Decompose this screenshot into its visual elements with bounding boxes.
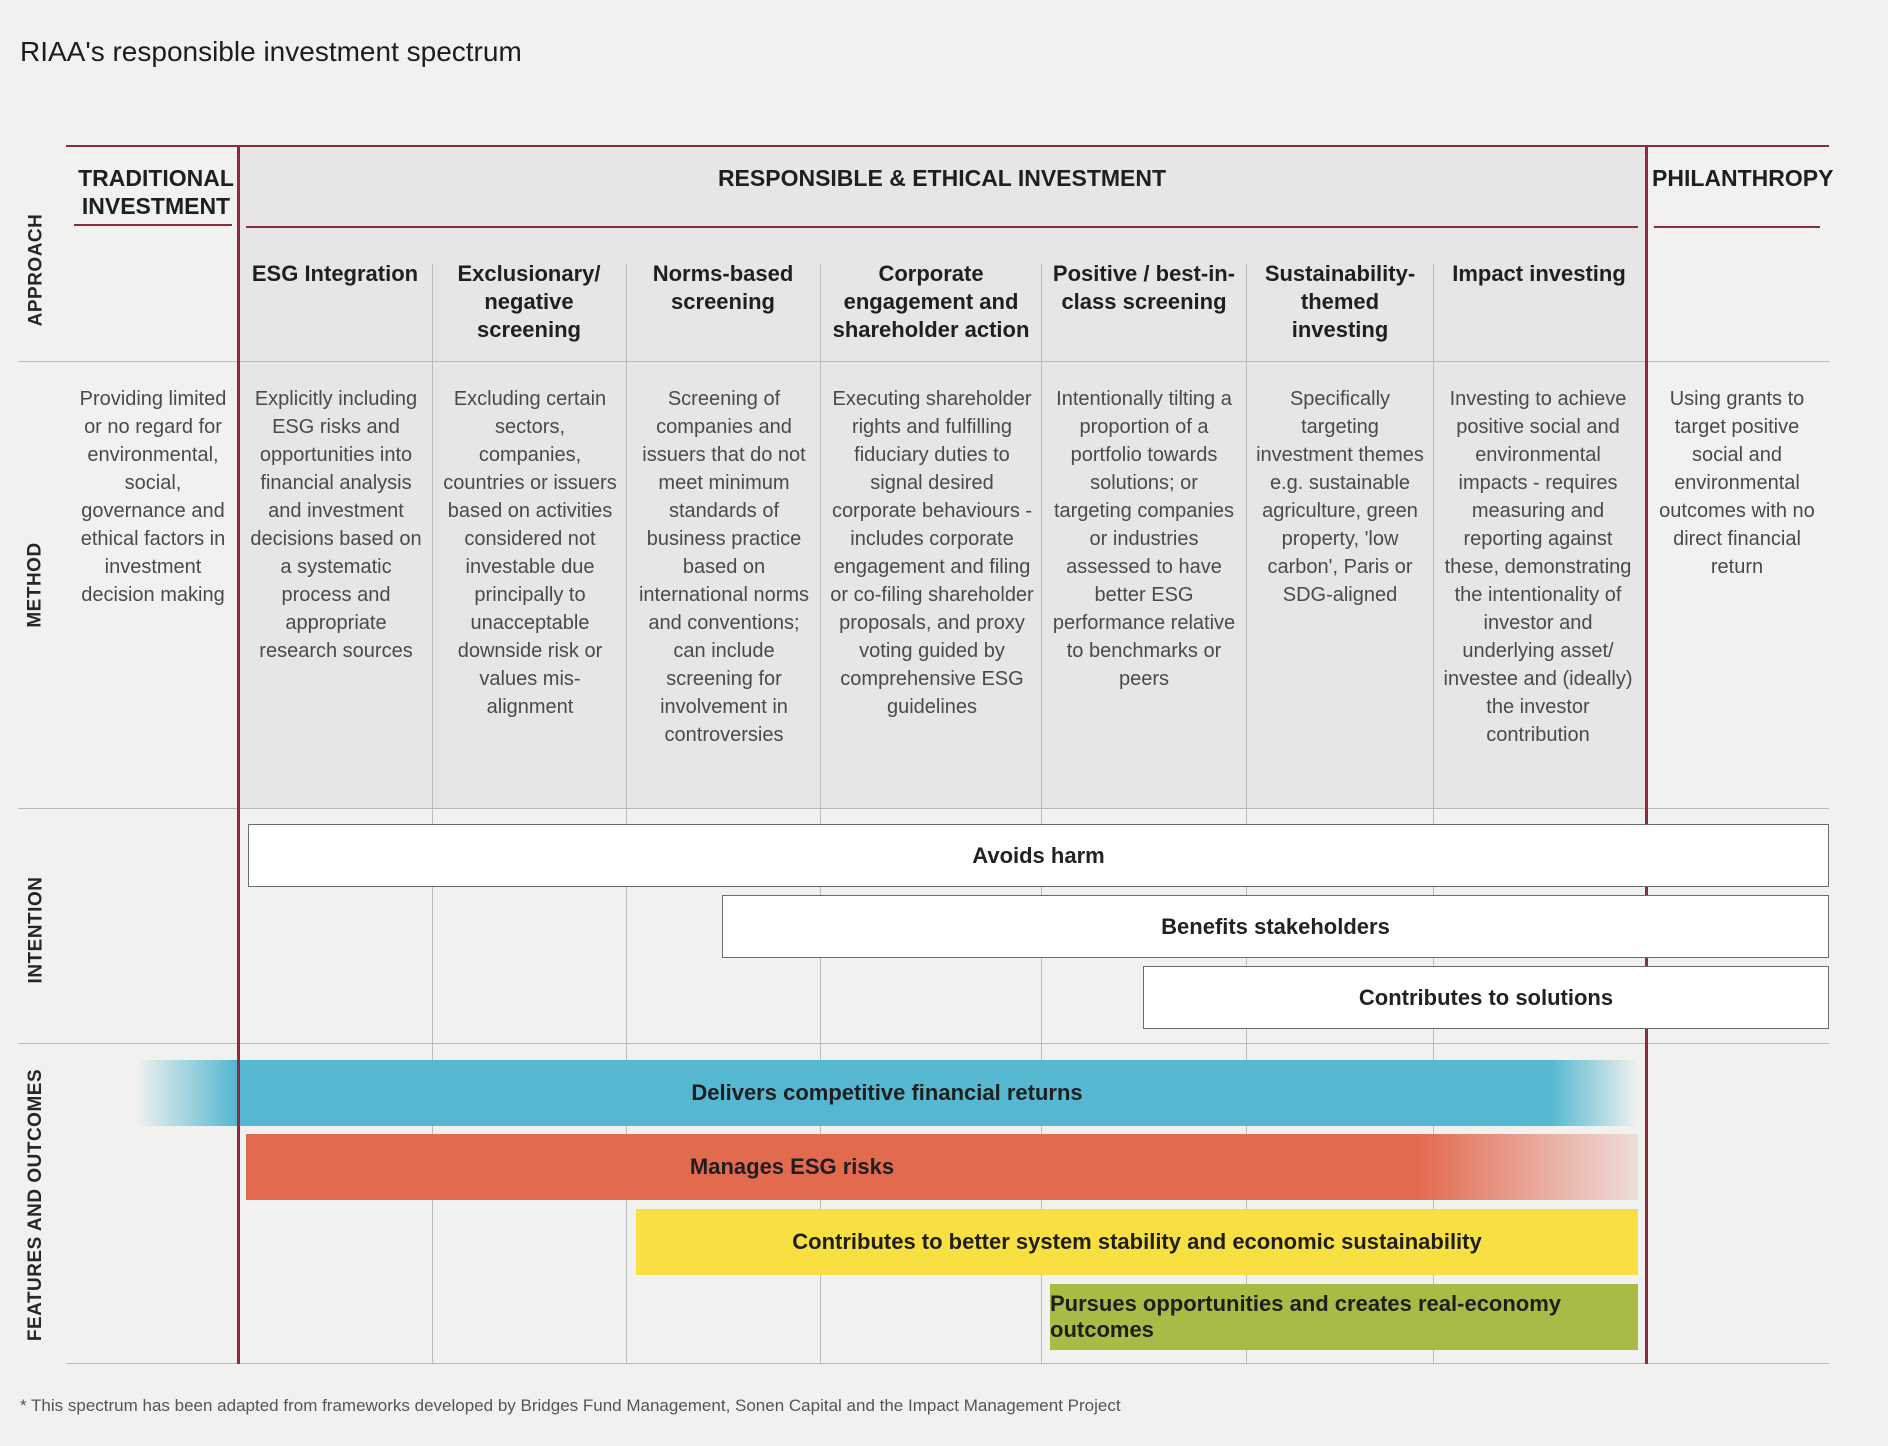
header-responsible: RESPONSIBLE & ETHICAL INVESTMENT bbox=[717, 165, 1167, 191]
feature-real-economy-outcomes: Pursues opportunities and creates real-e… bbox=[1050, 1284, 1638, 1350]
column-divider bbox=[432, 264, 433, 824]
method-sustainability-themed: Specifically targeting investment themes… bbox=[1256, 388, 1424, 606]
philanthropy-header-rule bbox=[1654, 226, 1820, 228]
column-divider bbox=[820, 264, 821, 824]
intention-benefits-stakeholders: Benefits stakeholders bbox=[722, 895, 1829, 958]
intention-contributes-to-solutions: Contributes to solutions bbox=[1143, 966, 1829, 1029]
feature-manages-esg-risks: Manages ESG risks bbox=[246, 1134, 1638, 1200]
column-divider bbox=[1041, 264, 1042, 824]
approach-norms-based-screening: Norms-based screening bbox=[652, 261, 794, 314]
feature-competitive-returns: Delivers competitive financial returns bbox=[136, 1060, 1638, 1126]
responsible-column-background bbox=[238, 148, 1646, 808]
traditional-header-rule bbox=[74, 224, 232, 226]
method-philanthropy: Using grants to target positive social a… bbox=[1659, 388, 1815, 578]
header-traditional: TRADITIONAL INVESTMENT bbox=[78, 165, 234, 219]
intention-avoids-harm: Avoids harm bbox=[248, 824, 1829, 887]
approach-exclusionary-screening: Exclusionary/ negative screening bbox=[457, 261, 601, 342]
page-title: RIAA's responsible investment spectrum bbox=[20, 36, 522, 67]
approach-corporate-engagement: Corporate engagement and shareholder act… bbox=[832, 261, 1030, 342]
row-label-features: FEATURES AND OUTCOMES bbox=[25, 1068, 46, 1342]
column-divider bbox=[626, 264, 627, 824]
feature-system-stability: Contributes to better system stability a… bbox=[636, 1209, 1638, 1275]
approach-impact-investing: Impact investing bbox=[1452, 261, 1626, 286]
responsible-header-rule bbox=[246, 226, 1638, 228]
approach-positive-screening: Positive / best-in-class screening bbox=[1052, 261, 1236, 314]
row-label-approach: APPROACH bbox=[25, 213, 47, 327]
row-label-method: METHOD bbox=[25, 542, 47, 628]
traditional-responsible-divider bbox=[237, 147, 240, 1364]
method-norms-based: Screening of companies and issuers that … bbox=[638, 388, 810, 746]
row-label-intention: INTENTION bbox=[25, 876, 47, 984]
bottom-rule bbox=[66, 1363, 1829, 1364]
method-esg-integration: Explicitly including ESG risks and oppor… bbox=[250, 388, 422, 662]
intention-features-divider bbox=[18, 1043, 1829, 1044]
responsible-philanthropy-divider-lower bbox=[1645, 1029, 1648, 1364]
approach-method-divider bbox=[18, 361, 1829, 362]
method-positive-screening: Intentionally tilting a proportion of a … bbox=[1052, 388, 1236, 690]
method-intention-divider bbox=[18, 808, 1829, 809]
column-divider bbox=[1433, 264, 1434, 824]
method-traditional: Providing limited or no regard for envir… bbox=[79, 388, 227, 606]
responsible-philanthropy-divider-segment bbox=[1645, 887, 1648, 895]
header-philanthropy: PHILANTHROPY bbox=[1652, 165, 1834, 191]
responsible-philanthropy-divider-segment bbox=[1645, 958, 1648, 966]
footnote: * This spectrum has been adapted from fr… bbox=[20, 1396, 1121, 1415]
approach-esg-integration: ESG Integration bbox=[251, 261, 419, 286]
responsible-philanthropy-divider bbox=[1645, 147, 1648, 824]
top-rule bbox=[66, 145, 1829, 147]
method-corporate-engagement: Executing shareholder rights and fulfill… bbox=[830, 388, 1034, 718]
approach-sustainability-themed: Sustainability-themed investing bbox=[1264, 261, 1416, 342]
method-exclusionary: Excluding certain sectors, companies, co… bbox=[443, 388, 617, 718]
method-impact-investing: Investing to achieve positive social and… bbox=[1443, 388, 1633, 746]
column-divider bbox=[1246, 264, 1247, 824]
